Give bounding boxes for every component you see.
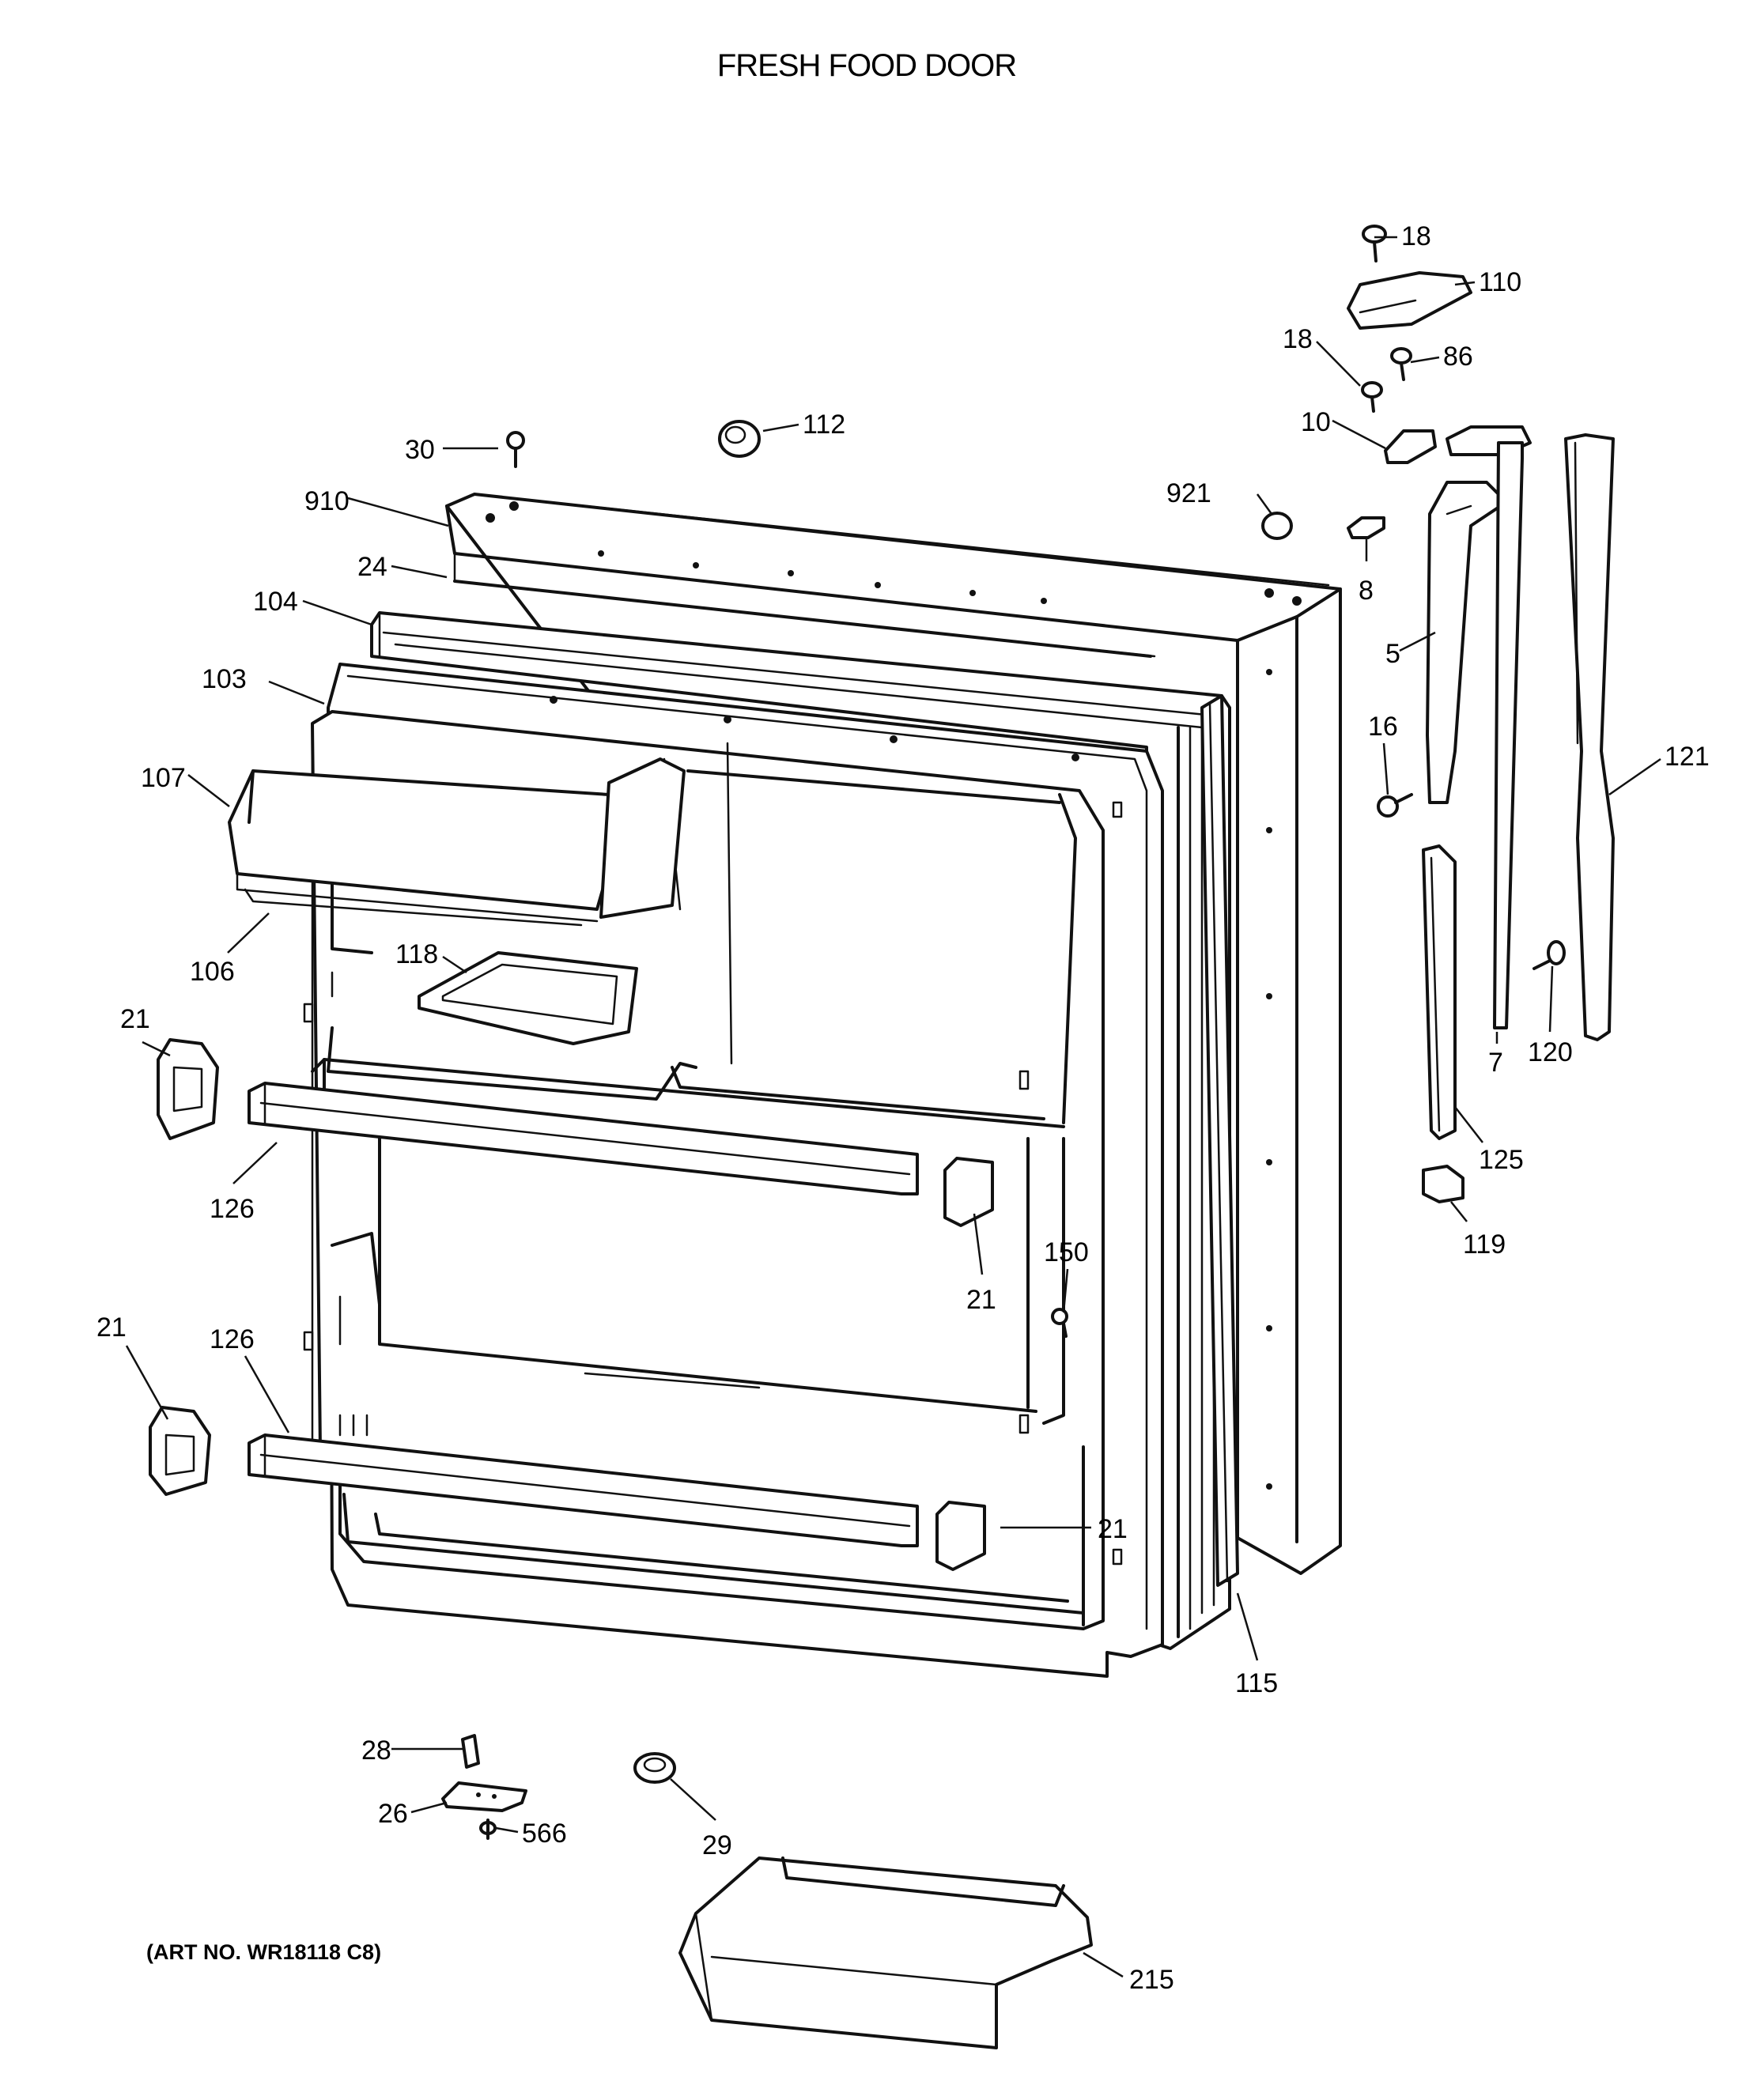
bushing-29 — [633, 1752, 676, 1784]
callout-118: 118 — [395, 939, 438, 969]
shelf-end-cap-lower-right — [935, 1501, 986, 1571]
screw-30 — [506, 431, 525, 468]
callout-150: 150 — [1044, 1237, 1089, 1267]
handle-121 — [1564, 433, 1615, 1041]
handle-end-5 — [1426, 481, 1508, 804]
callout-16: 16 — [1368, 712, 1398, 742]
callout-121: 121 — [1665, 742, 1710, 772]
callout-566: 566 — [522, 1819, 567, 1849]
callout-10: 10 — [1301, 407, 1331, 437]
diagram-title: FRESH FOOD DOOR — [717, 48, 1016, 83]
screw-150 — [1051, 1308, 1068, 1338]
callout-104: 104 — [253, 587, 298, 617]
shelf-end-cap-upper-right — [943, 1157, 994, 1227]
callout-120: 120 — [1528, 1037, 1573, 1067]
cap-119 — [1422, 1165, 1464, 1203]
callout-21: 21 — [120, 1004, 150, 1034]
callout-103: 103 — [202, 664, 247, 694]
callout-126: 126 — [210, 1194, 255, 1224]
callout-921: 921 — [1166, 478, 1211, 508]
callout-28: 28 — [361, 1736, 391, 1766]
bottle-bin-215 — [678, 1856, 1093, 2049]
hinge-cover-110 — [1347, 271, 1472, 330]
leader-lines — [125, 236, 1661, 1978]
lower-shelf-bar — [248, 1433, 919, 1547]
callout-86: 86 — [1443, 342, 1473, 372]
callout-115: 115 — [1235, 1668, 1278, 1698]
tray-118 — [418, 951, 638, 1045]
callout-5: 5 — [1385, 639, 1400, 669]
callout-29: 29 — [702, 1830, 732, 1860]
shelf-end-cap-upper-left — [157, 1038, 219, 1140]
callout-26: 26 — [378, 1799, 408, 1829]
screw-86 — [1390, 347, 1412, 381]
shelf-end-cap-lower-left — [149, 1406, 211, 1496]
screw-18-top — [1362, 225, 1387, 262]
callout-215: 215 — [1129, 1965, 1174, 1995]
callout-21: 21 — [966, 1285, 996, 1315]
callout-112: 112 — [803, 410, 845, 440]
door-stop-strip-115 — [1200, 694, 1239, 1587]
callout-126: 126 — [210, 1324, 255, 1354]
callout-21: 21 — [96, 1312, 127, 1343]
callout-106: 106 — [190, 957, 235, 987]
callout-110: 110 — [1479, 267, 1521, 297]
callout-119: 119 — [1463, 1229, 1506, 1260]
hinge-plate-10 — [1384, 429, 1437, 464]
callout-8: 8 — [1359, 576, 1374, 606]
shim-8 — [1347, 516, 1385, 539]
breaker-strip — [453, 580, 1152, 658]
callout-numbers: 18 110 18 86 10 112 30 921 910 8 24 104 … — [96, 221, 1710, 1995]
callout-30: 30 — [405, 435, 435, 465]
callout-18: 18 — [1283, 324, 1313, 354]
trim-strip-125 — [1422, 844, 1457, 1140]
plug-921 — [1261, 512, 1293, 540]
callout-21: 21 — [1098, 1514, 1128, 1544]
callout-125: 125 — [1479, 1145, 1524, 1175]
screw-18-lower — [1361, 381, 1383, 413]
dairy-compartment-door — [228, 757, 686, 927]
callout-18: 18 — [1401, 221, 1431, 251]
callout-7: 7 — [1488, 1048, 1503, 1078]
callout-107: 107 — [141, 763, 186, 793]
art-number: (ART NO. WR18118 C8) — [146, 1940, 381, 1964]
screw-16 — [1377, 793, 1413, 818]
upper-shelf-bar — [248, 1082, 919, 1195]
hinge-plate-26 — [441, 1781, 527, 1812]
part-28 — [461, 1734, 480, 1769]
handle-rail-7 — [1493, 441, 1524, 1029]
plug-112 — [718, 420, 761, 458]
callout-910: 910 — [304, 486, 350, 516]
screw-566 — [479, 1819, 497, 1840]
pin-120 — [1532, 940, 1566, 970]
callout-24: 24 — [357, 552, 387, 582]
